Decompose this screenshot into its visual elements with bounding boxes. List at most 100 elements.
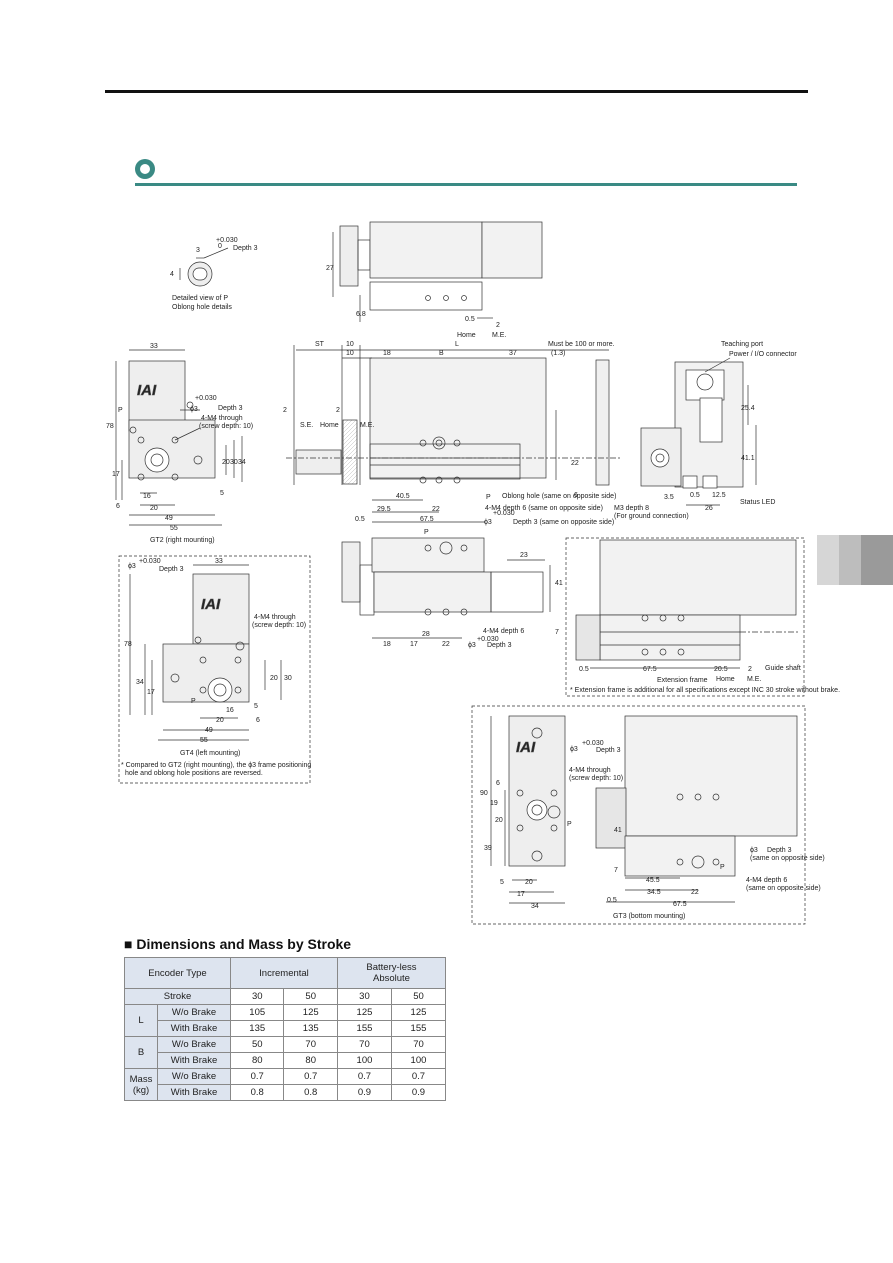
group-l: L bbox=[124, 1004, 158, 1037]
top-me: M.E. bbox=[492, 332, 506, 339]
gt2-d16: 16 bbox=[143, 493, 151, 500]
top-d2: 2 bbox=[496, 322, 500, 329]
detail-d4: 4 bbox=[170, 271, 174, 278]
side-status: Status LED bbox=[740, 499, 775, 506]
ext-ext: Extension frame bbox=[657, 677, 708, 684]
gt4-d34: 34 bbox=[136, 679, 144, 686]
table-cell: 100 bbox=[336, 1052, 392, 1069]
main-d2b: 2 bbox=[336, 407, 340, 414]
table-cell: 125 bbox=[336, 1004, 392, 1021]
table-row: L W/o Brake 105 125 125 125 bbox=[124, 1004, 447, 1037]
gt4-d78: 78 bbox=[124, 641, 132, 648]
gt3-d6: 6 bbox=[496, 780, 500, 787]
main-d05: 0.5 bbox=[355, 516, 365, 523]
gt4-screw2: (screw depth: 10) bbox=[252, 622, 306, 629]
gt4-tol: +0.030 bbox=[139, 558, 161, 565]
side-ground: (For ground connection) bbox=[614, 513, 689, 520]
top-d68: 6.8 bbox=[356, 311, 366, 318]
header-incremental: Incremental bbox=[230, 957, 338, 989]
table-cell: 0.7 bbox=[229, 1068, 285, 1085]
lower-phi: ϕ3 bbox=[468, 642, 476, 649]
detail-caption2: Oblong hole details bbox=[172, 304, 232, 311]
gt3-d20b: 20 bbox=[525, 879, 533, 886]
top-d05: 0.5 bbox=[465, 316, 475, 323]
gt3-screw1: 4-M4 through bbox=[569, 767, 611, 774]
gt2-depth: Depth 3 bbox=[218, 405, 243, 412]
gt3-d5: 5 bbox=[500, 879, 504, 886]
ext-d205: 20.5 bbox=[714, 666, 728, 673]
lower-depth: Depth 3 bbox=[487, 642, 512, 649]
gt3-d05: 0.5 bbox=[607, 897, 617, 904]
ext-d2: 2 bbox=[748, 666, 752, 673]
header-absolute-text: Absolute bbox=[372, 973, 410, 984]
gt3-d34: 34 bbox=[531, 903, 539, 910]
main-d22b: 22 bbox=[432, 506, 440, 513]
gt4-logo: IAI bbox=[201, 596, 221, 613]
table-cell: 125 bbox=[390, 1004, 447, 1021]
detail-d3: 3 bbox=[196, 247, 200, 254]
lower-tol: +0.030 bbox=[477, 636, 499, 643]
ext-d675: 67.5 bbox=[643, 666, 657, 673]
side-d05: 0.5 bbox=[690, 492, 700, 499]
extension-view bbox=[575, 539, 800, 669]
gt4-note2: hole and oblong hole positions are rever… bbox=[125, 770, 263, 777]
gt2-caption: GT2 (right mounting) bbox=[150, 537, 215, 544]
gt2-d78: 78 bbox=[106, 423, 114, 430]
table-row: B W/o Brake 50 70 70 70 bbox=[124, 1036, 447, 1069]
table-cell: 80 bbox=[229, 1052, 285, 1069]
row-sub: W/o Brake bbox=[157, 1004, 231, 1021]
gt4-d55: 55 bbox=[200, 737, 208, 744]
table-cell: 70 bbox=[390, 1036, 447, 1053]
stroke-cell: 30 bbox=[336, 988, 392, 1005]
table-cell: 0.7 bbox=[336, 1068, 392, 1085]
table-cell: 0.9 bbox=[336, 1084, 392, 1101]
table-cell: 0.7 bbox=[283, 1068, 338, 1085]
row-sub: With Brake bbox=[157, 1084, 231, 1101]
section-underline bbox=[135, 183, 797, 186]
main-b: B bbox=[439, 350, 444, 357]
gt4-drawing bbox=[129, 564, 282, 741]
table-row: With Brake 135 135 155 155 bbox=[125, 1020, 447, 1037]
gt4-d33: 33 bbox=[215, 558, 223, 565]
header-encoder-type: Encoder Type bbox=[124, 957, 231, 989]
gt2-phi: ϕ3 bbox=[190, 406, 198, 413]
gt3-phi: ϕ3 bbox=[570, 746, 578, 753]
main-m4: 4-M4 depth 6 (same on opposite side) bbox=[485, 505, 603, 512]
detail-depth: Depth 3 bbox=[233, 245, 258, 252]
stroke-cell: 50 bbox=[390, 988, 447, 1005]
side-d125: 12.5 bbox=[712, 492, 726, 499]
gt4-depth: Depth 3 bbox=[159, 566, 184, 573]
gt3-d19: 19 bbox=[490, 800, 498, 807]
table-row: With Brake 80 80 100 100 bbox=[125, 1052, 447, 1069]
group-b: B bbox=[124, 1036, 158, 1069]
main-phi: ϕ3 bbox=[484, 519, 492, 526]
row-sub: W/o Brake bbox=[157, 1068, 231, 1085]
stroke-cell: 50 bbox=[283, 988, 338, 1005]
side-d411: 41.1 bbox=[741, 455, 755, 462]
gt2-drawing bbox=[115, 349, 243, 526]
top-view bbox=[332, 221, 543, 322]
header-battery-text: Battery-less bbox=[366, 962, 417, 973]
gt2-d20: 20 bbox=[150, 505, 158, 512]
row-sub: With Brake bbox=[157, 1052, 231, 1069]
main-d37: 37 bbox=[509, 350, 517, 357]
lower-d7: 7 bbox=[555, 629, 559, 636]
table-cell: 0.8 bbox=[229, 1084, 285, 1101]
gt3-d41: 41 bbox=[614, 827, 622, 834]
group-mass-unit: (kg) bbox=[132, 1084, 150, 1096]
gt3-p: P bbox=[567, 821, 572, 828]
gt3-m4: 4-M4 depth 6 bbox=[746, 877, 787, 884]
gt3-logo: IAI bbox=[516, 739, 536, 756]
gt2-d20v: 20 bbox=[222, 459, 230, 466]
table-cell: 155 bbox=[390, 1020, 447, 1037]
ext-guide: Guide shaft bbox=[765, 665, 801, 672]
top-home: Home bbox=[457, 332, 476, 339]
gt4-d30: 30 bbox=[284, 675, 292, 682]
gt4-d5: 5 bbox=[254, 703, 258, 710]
lower-d23: 23 bbox=[520, 552, 528, 559]
gt3-d675: 67.5 bbox=[673, 901, 687, 908]
lower-d18: 18 bbox=[383, 641, 391, 648]
gt2-screw1: 4-M4 through bbox=[201, 415, 243, 422]
main-d6: 6 bbox=[574, 492, 578, 499]
